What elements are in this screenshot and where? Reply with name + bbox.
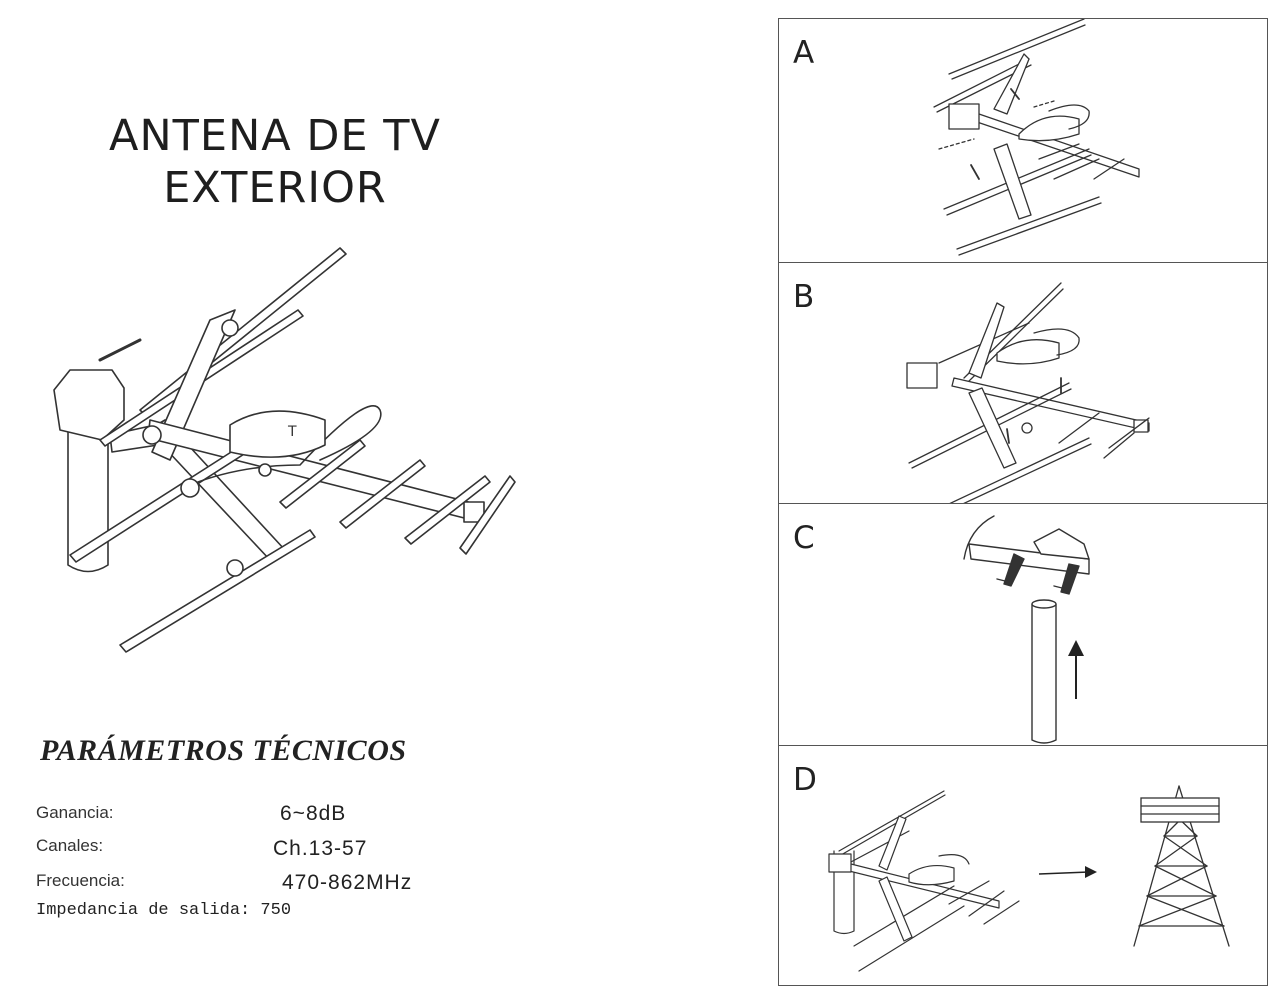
- step-c-illustration: [963, 515, 1090, 744]
- step-b-illustration: [906, 282, 1150, 503]
- step-letter-d: D: [793, 762, 817, 798]
- channels-value: Ch.13-57: [273, 837, 368, 860]
- installation-steps: A B: [778, 18, 1268, 986]
- gain-value: 6~8dB: [280, 802, 347, 825]
- antenna-illustration: T: [53, 247, 516, 653]
- step-panel-c: C: [779, 503, 1267, 745]
- arrow-up-icon: [1068, 640, 1084, 699]
- step-d-illustration: [828, 785, 1230, 972]
- arrow-right-icon: [1038, 866, 1097, 878]
- step-panel-a: A: [779, 19, 1267, 262]
- page-title: ANTENA DE TV EXTERIOR: [60, 110, 490, 214]
- frequency-value: 470-862MHz: [282, 871, 413, 894]
- step-letter-a: A: [793, 35, 815, 71]
- svg-text:T: T: [287, 424, 297, 440]
- title-line-1: ANTENA DE TV: [109, 111, 441, 161]
- gain-label: Ganancia:: [36, 803, 114, 822]
- pole-icon: [1031, 599, 1057, 744]
- channels-label: Canales:: [36, 836, 104, 855]
- step-panel-d: D: [779, 745, 1267, 986]
- step-a-illustration: [933, 19, 1140, 256]
- frequency-label: Frecuencia:: [36, 871, 125, 890]
- title-line-2: EXTERIOR: [163, 163, 387, 213]
- step-letter-b: B: [793, 279, 815, 315]
- transmission-tower-icon: [1133, 785, 1230, 947]
- step-panel-b: B: [779, 262, 1267, 503]
- step-letter-c: C: [793, 520, 815, 556]
- impedance-line: Impedancia de salida: 750: [36, 901, 292, 920]
- parameters-heading: PARÁMETROS TÉCNICOS: [40, 734, 407, 767]
